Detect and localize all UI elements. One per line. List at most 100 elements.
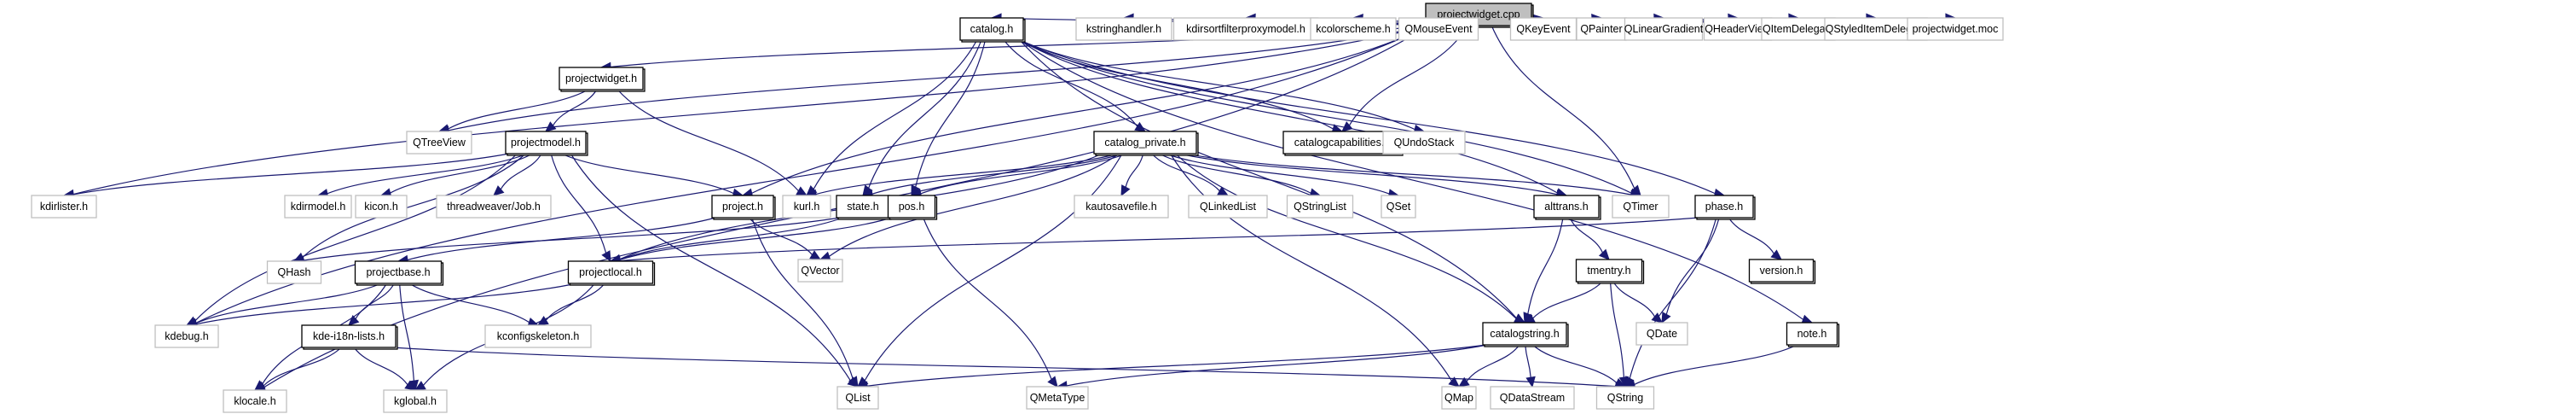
edge-line — [561, 153, 734, 195]
dependency-edge — [1341, 25, 1468, 132]
node-label: QVector — [801, 265, 839, 277]
node-kdirmodel-h: kdirmodel.h — [284, 195, 352, 219]
edge-line — [1609, 281, 1625, 378]
node-projectwidget-moc: projectwidget.moc — [1907, 17, 2004, 41]
node-box — [1482, 322, 1567, 346]
dependency-edge — [353, 347, 416, 391]
arrowhead-icon — [601, 250, 611, 263]
dependency-edge — [805, 153, 1119, 200]
arrowhead-icon — [1770, 249, 1782, 260]
node-box — [1441, 386, 1477, 410]
node-box — [959, 17, 1024, 41]
node-box — [1382, 131, 1466, 155]
arrowhead-icon — [1047, 376, 1058, 388]
dependency-edge — [1175, 153, 1526, 324]
node-box — [1188, 195, 1268, 219]
node-label: QPainter — [1580, 23, 1622, 35]
edge-line — [1019, 39, 1716, 195]
nodes-layer: projectwidget.cppprojectwidget.hQTreeVie… — [31, 3, 2004, 413]
node-box — [1026, 386, 1089, 410]
node-box — [797, 259, 843, 283]
dependency-edge — [545, 89, 598, 132]
node-label: QUndoStack — [1394, 137, 1456, 149]
node-project-h[interactable]: project.h — [711, 195, 776, 220]
dependency-edge — [1458, 344, 1520, 388]
node-qdatastream: QDataStream — [1490, 386, 1575, 410]
edge-line — [1019, 39, 1415, 131]
node-qitemdelegate: QItemDelegate — [1761, 17, 1836, 41]
edge-line — [1527, 217, 1564, 314]
node-box — [1093, 131, 1197, 155]
edge-line — [1665, 217, 1720, 315]
node-box — [406, 131, 472, 155]
node-pos-h[interactable]: pos.h — [887, 195, 938, 220]
dependency-edge — [1624, 344, 1797, 389]
edge-line — [866, 344, 1487, 387]
node-version-h[interactable]: version.h — [1748, 259, 1816, 284]
node-projectbase-h[interactable]: projectbase.h — [354, 260, 444, 286]
dependency-edge — [561, 153, 744, 199]
node-box — [559, 67, 644, 90]
edge-line — [813, 39, 978, 190]
dependency-edge — [751, 217, 859, 388]
node-kicon-h: kicon.h — [355, 195, 408, 219]
node-kde-i18n-lists-h[interactable]: kde-i18n-lists.h — [301, 324, 398, 350]
node-phase-h[interactable]: phase.h — [1694, 195, 1756, 220]
node-label: phase.h — [1705, 201, 1744, 213]
node-label: catalog.h — [970, 23, 1014, 35]
node-box — [1286, 195, 1354, 219]
dependency-edge — [493, 153, 542, 196]
node-qhash: QHash — [266, 260, 322, 284]
node-tmentry-h[interactable]: tmentry.h — [1575, 259, 1645, 284]
node-catalogstring-h[interactable]: catalogstring.h — [1482, 322, 1569, 347]
node-label: kicon.h — [364, 201, 398, 213]
node-projectwidget-h[interactable]: projectwidget.h — [559, 67, 645, 92]
node-label: kdirmodel.h — [291, 201, 346, 213]
arrowhead-icon — [1661, 312, 1671, 324]
node-kdirlister-h: kdirlister.h — [31, 195, 97, 219]
edge-line — [1184, 153, 1632, 195]
node-projectmodel-h[interactable]: projectmodel.h — [505, 131, 588, 156]
arrowhead-icon — [1134, 121, 1147, 132]
node-projectlocal-h[interactable]: projectlocal.h — [567, 260, 656, 286]
node-box — [711, 195, 774, 219]
node-box — [1490, 386, 1575, 410]
node-label: QHash — [278, 266, 311, 278]
node-label: kurl.h — [794, 201, 820, 213]
dependency-edge — [1120, 153, 1144, 197]
edge-line — [617, 89, 799, 192]
dependency-edge — [62, 153, 510, 200]
dependency-edge — [1178, 153, 1568, 200]
node-state-h[interactable]: state.h — [836, 195, 892, 220]
dependency-edge — [185, 153, 518, 326]
node-catalog-h[interactable]: catalog.h — [959, 17, 1026, 43]
edge-line — [1532, 344, 1618, 383]
edge-line — [195, 283, 577, 325]
edge-line — [1466, 344, 1520, 382]
edge-line — [1634, 344, 1797, 385]
dependency-edge — [609, 217, 892, 265]
edge-line — [923, 217, 1052, 380]
node-box — [436, 195, 552, 219]
edge-line — [448, 89, 589, 130]
edge-line — [1569, 217, 1604, 254]
node-catalog-private-h[interactable]: catalog_private.h — [1093, 131, 1199, 156]
node-box — [1074, 195, 1169, 219]
node-box — [284, 195, 352, 219]
node-note-h[interactable]: note.h — [1786, 322, 1840, 347]
edge-line — [195, 25, 1430, 324]
arrowhead-icon — [796, 186, 808, 196]
node-label: QLinkedList — [1200, 201, 1257, 213]
dependency-edge — [1491, 25, 1641, 196]
arrowhead-icon — [1514, 313, 1526, 324]
node-kconfigskeleton-h: kconfigskeleton.h — [484, 324, 592, 348]
node-label: QMap — [1444, 392, 1473, 404]
dependency-edge — [62, 25, 1430, 200]
dependency-edge — [1532, 344, 1627, 388]
edge-line — [195, 283, 382, 324]
arrowhead-icon — [493, 185, 505, 196]
node-box — [1533, 195, 1600, 219]
arrowhead-icon — [1598, 248, 1610, 260]
node-box — [484, 324, 592, 348]
node-alttrans-h[interactable]: alttrans.h — [1533, 195, 1601, 220]
